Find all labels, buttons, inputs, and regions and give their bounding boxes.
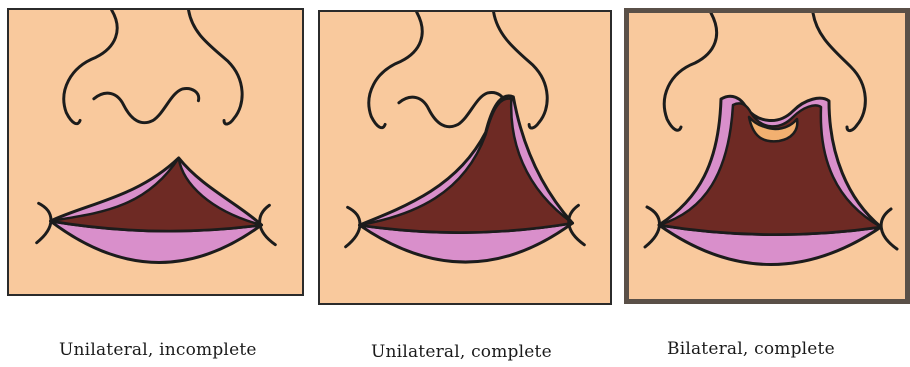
diagram-panel-unilateral-complete: [318, 10, 612, 305]
diagram-panel-bilateral-complete: [624, 8, 910, 304]
caption-bilateral-complete: Bilateral, complete: [667, 339, 835, 359]
illustration-bilateral-complete: [629, 13, 905, 299]
caption-unilateral-complete: Unilateral, complete: [371, 342, 552, 362]
illustration-unilateral-complete: [320, 12, 610, 303]
caption-unilateral-incomplete: Unilateral, incomplete: [59, 340, 257, 360]
nose-outline: [369, 12, 547, 128]
nose-outline: [64, 10, 242, 124]
illustration-unilateral-incomplete: [9, 10, 302, 294]
diagram-panel-unilateral-incomplete: [7, 8, 304, 296]
nose-outline: [664, 13, 865, 131]
cleft-region: [50, 158, 261, 231]
